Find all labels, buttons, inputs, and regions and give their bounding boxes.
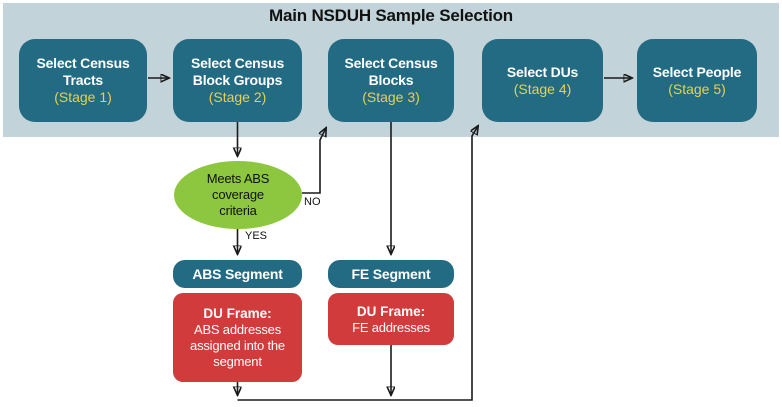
stage-number-label: (Stage 5) — [668, 80, 726, 97]
stage-number-label: (Stage 4) — [513, 80, 572, 97]
stage-number-label: (Stage 2) — [208, 89, 267, 105]
stage-name-label: Select Census Block Groups — [190, 55, 285, 88]
diagram-title: Main NSDUH Sample Selection — [269, 6, 513, 25]
decision-label: Meets ABS coverage criteria — [206, 171, 270, 218]
stage-box-census-blocks: Select Census Blocks (Stage 3) — [328, 39, 454, 122]
no-branch-label: NO — [304, 196, 321, 208]
stage-name-label: Select Census Tracts — [36, 55, 130, 88]
frame-title-label: DU Frame: — [203, 306, 272, 321]
decision-ellipse: Meets ABS coverage criteria — [174, 161, 302, 229]
abs-segment-box: ABS Segment — [173, 260, 302, 288]
stage-box-census-tracts: Select Census Tracts (Stage 1) — [19, 39, 147, 122]
fe-segment-box: FE Segment — [328, 260, 454, 288]
yes-branch-label: YES — [245, 230, 268, 242]
stage-name-label: Select DUs — [506, 63, 579, 80]
fe-segment-label: FE Segment — [351, 266, 431, 282]
arrow-decision-no-to-stage3 — [302, 128, 326, 194]
stage-name-label: Select Census Blocks — [344, 55, 438, 88]
fe-du-frame-box: DU Frame: FE addresses — [328, 293, 454, 345]
stage-number-label: (Stage 3) — [362, 89, 420, 105]
stage-name-label: Select People — [652, 63, 742, 80]
stage-box-block-groups: Select Census Block Groups (Stage 2) — [173, 39, 302, 122]
frame-body-label: ABS addresses assigned into the segment — [190, 322, 285, 369]
stage-box-people: Select People (Stage 5) — [637, 39, 757, 122]
abs-du-frame-box: DU Frame: ABS addresses assigned into th… — [173, 293, 302, 382]
abs-segment-label: ABS Segment — [192, 266, 283, 282]
stage-number-label: (Stage 1) — [54, 89, 112, 105]
frame-body-label: FE addresses — [352, 319, 430, 335]
stage-box-dus: Select DUs (Stage 4) — [482, 39, 603, 122]
frame-title-label: DU Frame: — [356, 303, 426, 319]
